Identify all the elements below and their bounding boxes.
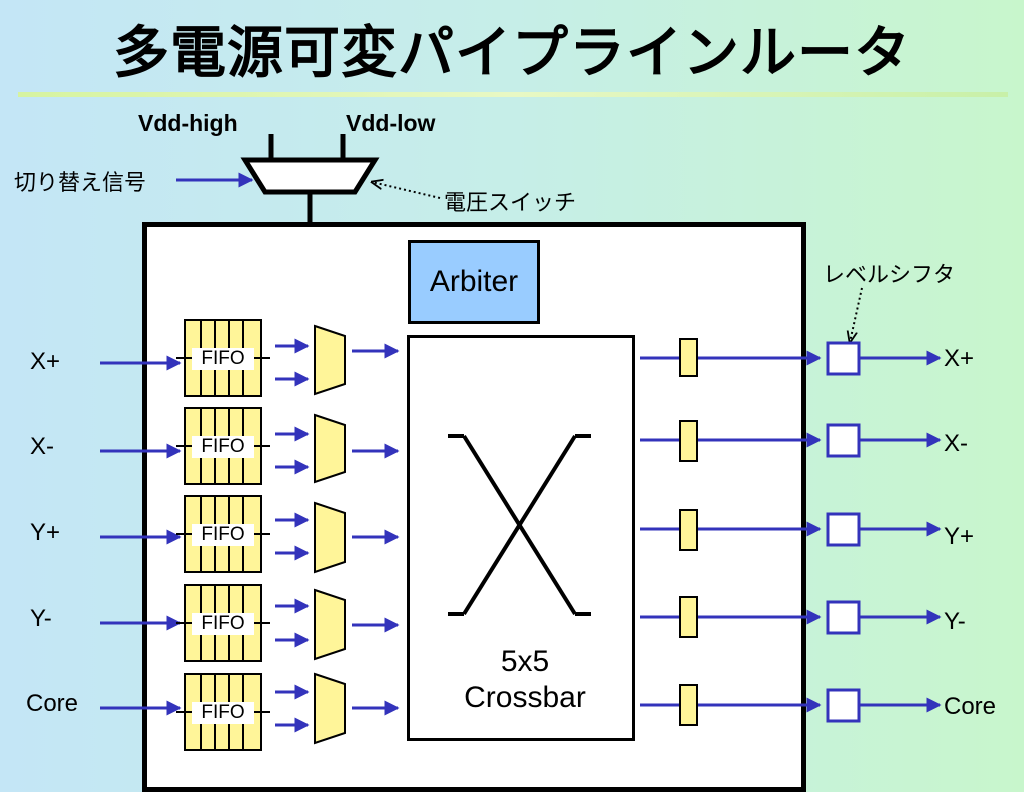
fifo-label: FIFO — [192, 702, 254, 724]
vdd-low-label: Vdd-low — [346, 110, 436, 136]
input-mux — [314, 588, 346, 661]
arbiter-block: Arbiter — [408, 240, 540, 324]
vdd-high-label: Vdd-high — [138, 110, 238, 136]
crossbar-label: 5x5 Crossbar — [440, 644, 610, 716]
router-row — [100, 501, 942, 574]
level-shifter — [826, 512, 861, 547]
fifo-buffer: FIFO — [184, 495, 262, 573]
pipeline-latch — [679, 338, 698, 377]
switch-signal-label: 切り替え信号 — [14, 171, 147, 196]
input-port-label: X+ — [30, 348, 61, 375]
level-shifter — [826, 341, 861, 376]
input-port-label: Y+ — [30, 519, 61, 546]
input-mux — [314, 324, 346, 396]
crossbar-label-line2: Crossbar — [464, 681, 586, 714]
router-row — [100, 672, 942, 745]
fifo-buffer: FIFO — [184, 319, 262, 397]
level-shifter — [826, 688, 861, 723]
pipeline-latch — [679, 684, 698, 726]
level-shifter-label: レベルシフタ — [823, 263, 956, 288]
fifo-label: FIFO — [192, 613, 254, 635]
level-shifter-pointer — [850, 287, 863, 342]
pipeline-latch — [679, 509, 698, 551]
output-port-label: Y- — [944, 608, 966, 635]
fifo-buffer: FIFO — [184, 673, 262, 751]
crossbar-x-line — [462, 434, 577, 616]
fifo-buffer: FIFO — [184, 407, 262, 485]
voltage-switch-pointer — [372, 182, 441, 199]
crossbar-label-line1: 5x5 — [500, 645, 550, 678]
input-port-label: Y- — [30, 605, 52, 632]
output-port-label: X- — [944, 430, 968, 457]
level-shifter — [826, 600, 861, 635]
input-port-label: Core — [26, 690, 79, 717]
arbiter-label: Arbiter — [429, 265, 519, 298]
input-port-label: X- — [30, 433, 54, 460]
title-divider — [18, 92, 1008, 97]
wiring-overlay — [100, 134, 942, 745]
input-mux — [314, 672, 346, 745]
voltage-switch-label: 電圧スイッチ — [444, 191, 577, 216]
voltage-switch-mux — [240, 157, 380, 195]
output-port-label: Y+ — [944, 523, 975, 550]
router-row — [100, 324, 942, 396]
pipeline-latch — [679, 420, 698, 462]
page-title: 多電源可変パイプラインルータ — [113, 21, 911, 86]
fifo-label: FIFO — [192, 348, 254, 370]
input-mux — [314, 501, 346, 574]
output-port-label: Core — [944, 693, 997, 720]
input-mux — [314, 413, 346, 484]
fifo-label: FIFO — [192, 524, 254, 546]
fifo-label: FIFO — [192, 436, 254, 458]
pipeline-latch — [679, 596, 698, 638]
router-row — [100, 588, 942, 661]
crossbar-block — [407, 335, 635, 741]
level-shifter — [826, 423, 861, 458]
router-row — [100, 413, 942, 484]
fifo-buffer: FIFO — [184, 584, 262, 662]
output-port-label: X+ — [944, 345, 975, 372]
